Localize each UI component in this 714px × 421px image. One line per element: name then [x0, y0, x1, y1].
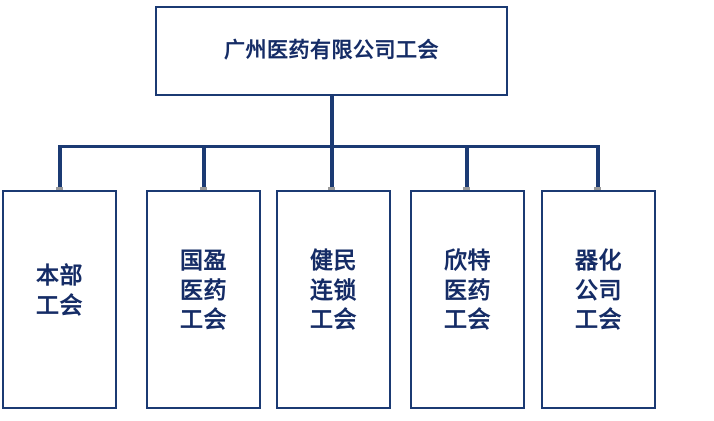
connector-root-stem: [330, 96, 334, 146]
org-node-child-4[interactable]: 欣特 医药 工会: [410, 190, 525, 409]
org-node-child-2[interactable]: 国盈 医药 工会: [146, 190, 261, 409]
connector-drop-2: [202, 145, 206, 191]
org-node-child-3[interactable]: 健民 连锁 工会: [276, 190, 391, 409]
connector-drop-1: [58, 145, 62, 191]
connector-drop-5: [596, 145, 600, 191]
org-node-child-2-label: 国盈 医药 工会: [180, 248, 227, 334]
org-node-child-5-label: 器化 公司 工会: [575, 248, 622, 334]
org-node-child-3-label: 健民 连锁 工会: [310, 248, 357, 334]
connector-nub-5: [594, 187, 601, 191]
connector-drop-3: [330, 145, 334, 191]
connector-nub-3: [328, 187, 335, 191]
org-node-root-label: 广州医药有限公司工会: [224, 38, 439, 63]
connector-nub-4: [463, 187, 470, 191]
org-node-child-1-label: 本部 工会: [36, 263, 83, 319]
connector-nub-2: [200, 187, 207, 191]
org-node-child-5[interactable]: 器化 公司 工会: [541, 190, 656, 409]
org-node-root[interactable]: 广州医药有限公司工会: [155, 6, 508, 96]
connector-nub-1: [56, 187, 63, 191]
connector-horizontal-bus: [58, 145, 599, 148]
org-node-child-1[interactable]: 本部 工会: [2, 190, 117, 409]
org-node-child-4-label: 欣特 医药 工会: [444, 248, 491, 334]
connector-drop-4: [465, 145, 469, 191]
